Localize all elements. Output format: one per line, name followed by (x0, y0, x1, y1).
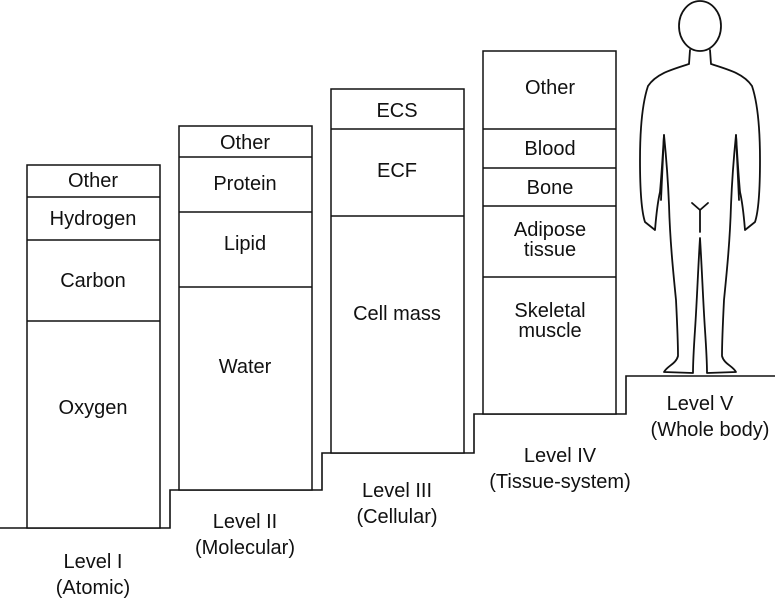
level-2-segment-lipid: Lipid (224, 233, 266, 255)
level-4-name: Level IV (524, 445, 597, 467)
level-2-subtitle: (Molecular) (195, 537, 295, 559)
level-2-segment-other: Other (220, 132, 270, 154)
level-1-segment-oxygen: Oxygen (59, 397, 128, 419)
level-1-name: Level I (64, 551, 123, 573)
level-3-segment-ecf: ECF (377, 160, 417, 182)
level-2-name: Level II (213, 511, 277, 533)
level-3-segment-cell-mass: Cell mass (353, 303, 441, 325)
level-2-segment-water: Water (219, 356, 272, 378)
level-5-subtitle: (Whole body) (651, 419, 770, 441)
level-4-segment-bone: Bone (527, 177, 574, 199)
level-3-segment-ecs: ECS (376, 100, 417, 122)
level-2-segment-protein: Protein (213, 173, 276, 195)
level-1-column: Other Hydrogen Carbon Oxygen (27, 165, 160, 528)
level-1-subtitle: (Atomic) (56, 577, 130, 599)
level-1-segment-carbon: Carbon (60, 270, 126, 292)
level-5-name: Level V (667, 393, 734, 415)
level-1-segment-other: Other (68, 170, 118, 192)
level-3-column: ECS ECF Cell mass (331, 89, 464, 453)
level-3-subtitle: (Cellular) (356, 506, 437, 528)
level-3-name: Level III (362, 480, 432, 502)
level-2-column: Other Protein Lipid Water (179, 126, 312, 490)
level-4-segment-other: Other (525, 77, 575, 99)
level-1-segment-hydrogen: Hydrogen (50, 208, 137, 230)
level-4-subtitle: (Tissue-system) (489, 471, 630, 493)
level-4-segment-blood: Blood (524, 138, 575, 160)
human-body-outline-icon (640, 1, 760, 373)
